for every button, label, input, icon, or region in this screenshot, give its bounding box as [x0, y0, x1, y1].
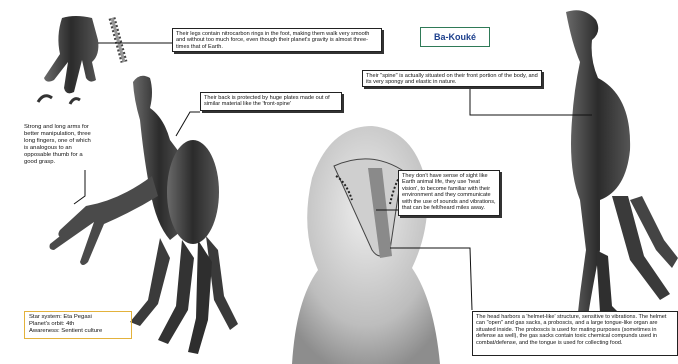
legs-annotation: Their legs contain nitrocarbon rings in …: [172, 28, 382, 52]
leader-arms: [74, 170, 85, 204]
head-closeup: [292, 126, 440, 364]
species-info-box: Star system: Eta Pegasi Planet's orbit: …: [24, 311, 132, 339]
awareness-text: Awareness: Sentient culture: [29, 328, 127, 335]
sight-annotation: They don't have sense of sight like Eart…: [398, 170, 500, 216]
arms-annotation: Strong and long arms for better manipula…: [24, 124, 94, 165]
head-annotation: The head harbors a 'helmet-like' structu…: [472, 311, 678, 356]
nitrocarbon-ring-sketch: [112, 18, 124, 62]
leader-back: [176, 112, 200, 136]
orbit-text: Planet's orbit: 4th: [29, 321, 127, 328]
spine-annotation: Their "spine" is actually situated on th…: [362, 70, 542, 87]
back-annotation: Their back is protected by huge plates m…: [200, 92, 342, 111]
page-title: Ba-Kouké: [420, 27, 490, 47]
star-system-text: Star system: Eta Pegasi: [29, 314, 127, 321]
foot-sketch: [38, 16, 98, 104]
creature-side-view: [566, 10, 678, 330]
